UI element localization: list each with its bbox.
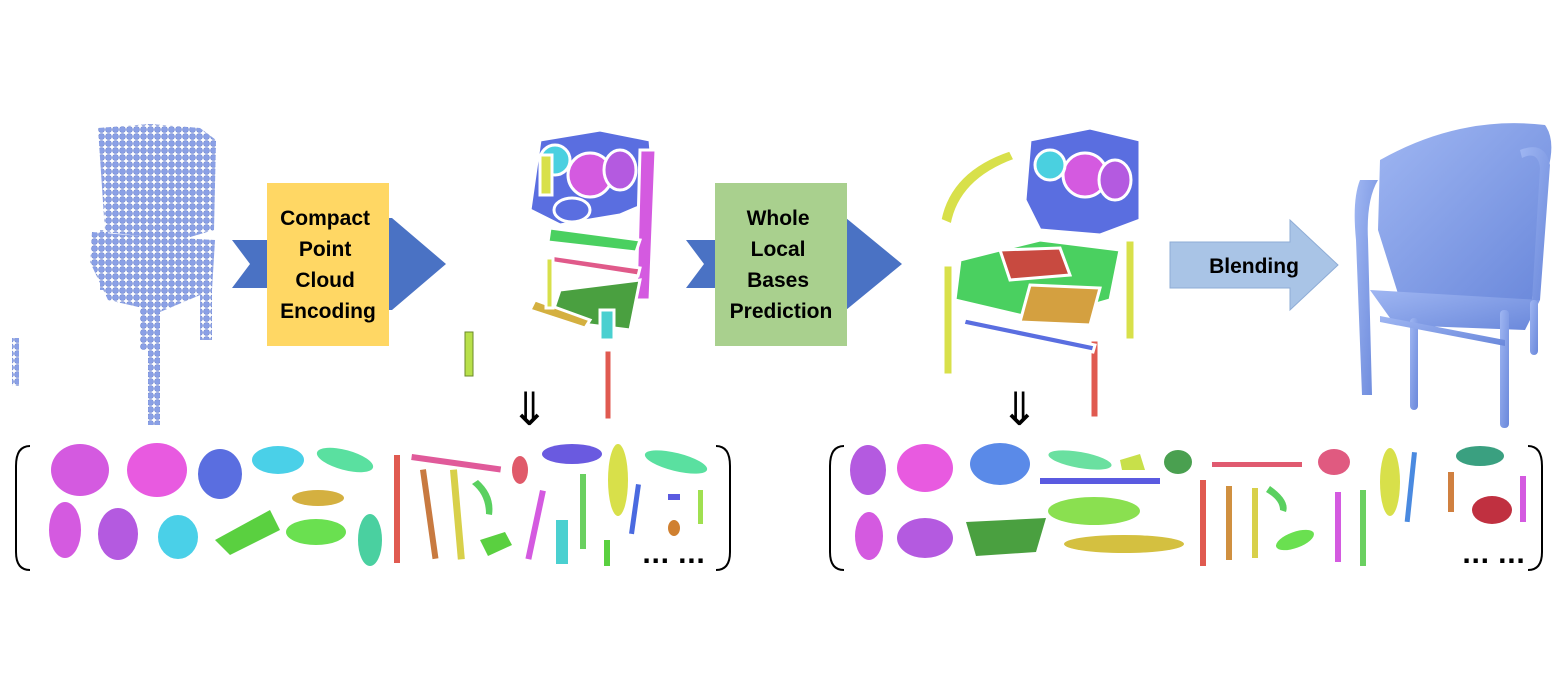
encoding-line-1: Compact bbox=[280, 207, 370, 230]
prediction-line-4: Prediction bbox=[730, 300, 833, 323]
prediction-line-2: Local bbox=[751, 238, 806, 261]
prediction-line-3: Bases bbox=[747, 269, 809, 292]
prediction-box: Whole Local Bases Prediction bbox=[715, 183, 847, 346]
blended-chair-mesh bbox=[1354, 123, 1552, 428]
segmented-chair-partial bbox=[464, 128, 658, 422]
ellipsis-left: ... ... bbox=[642, 541, 705, 569]
svg-text:Compact Point Clou: Compact Point Cloud Encoding bbox=[280, 207, 376, 323]
ellipsis-right: ... ... bbox=[1462, 541, 1525, 569]
encoding-line-2: Point bbox=[299, 238, 352, 261]
svg-text:Whole Local Bases: Whole Local Bases Prediction bbox=[730, 207, 833, 323]
point-cloud-chair bbox=[12, 124, 216, 425]
part-set-right: ... ... bbox=[829, 443, 1543, 571]
prediction-line-1: Whole bbox=[747, 207, 810, 230]
encoding-box: Compact Point Cloud Encoding bbox=[267, 183, 389, 346]
blending-label: Blending bbox=[1209, 255, 1299, 278]
down-arrow-right: ⇓ bbox=[1000, 382, 1039, 436]
segmented-chair-whole bbox=[938, 126, 1142, 420]
down-arrow-left: ⇓ bbox=[510, 382, 549, 436]
encoding-line-3: Cloud bbox=[295, 269, 354, 292]
encoding-line-4: Encoding bbox=[280, 300, 376, 323]
part-set-left: ... ... bbox=[15, 443, 731, 571]
arrow-blending: Blending bbox=[1169, 218, 1339, 312]
